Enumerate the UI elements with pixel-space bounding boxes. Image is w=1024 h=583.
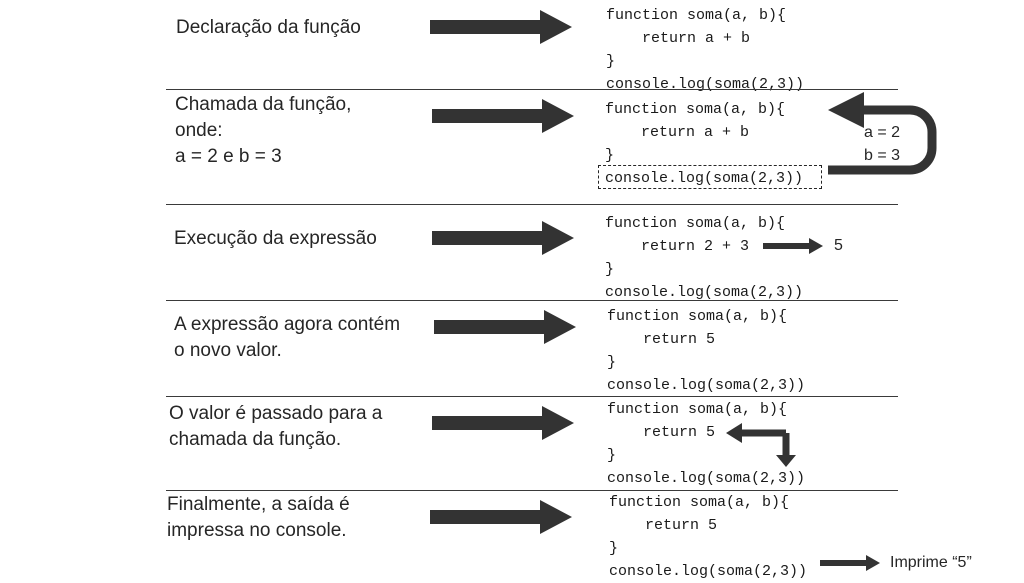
code-line: return a + b: [605, 124, 750, 141]
step-4-description: A expressão agora contém o novo valor.: [174, 314, 401, 361]
output-arrow-icon: [820, 555, 880, 571]
code-line: }: [607, 447, 617, 464]
result-arrow-icon: [763, 238, 823, 254]
step-3-description: Execução da expressão: [174, 228, 377, 249]
step-5-code: function soma(a, b){ return 5} console.lo…: [607, 398, 805, 490]
step-3-arrow-icon: [432, 221, 574, 255]
step-4-code: function soma(a, b){ return 5} console.lo…: [607, 305, 805, 397]
code-line: return 2 + 3: [605, 238, 750, 255]
code-line: return 5: [607, 331, 716, 348]
step-2-description: Chamada da função, onde: a = 2 e b = 3: [175, 94, 352, 167]
function-call-highlight: [598, 165, 822, 189]
code-line: function soma(a, b){: [607, 308, 788, 325]
console-output: Imprime “5”: [890, 554, 972, 571]
step-4-arrow-icon: [434, 310, 576, 344]
step-1-code: function soma(a, b){ return a + b} consol…: [606, 4, 804, 96]
code-line: function soma(a, b){: [607, 401, 788, 418]
step-2-code: function soma(a, b){ return a + b} consol…: [605, 98, 803, 190]
code-line: function soma(a, b){: [605, 215, 786, 232]
code-line: }: [606, 53, 616, 70]
code-line: function soma(a, b){: [605, 101, 786, 118]
step-5-arrow-icon: [432, 406, 574, 440]
code-line: return 5: [609, 517, 718, 534]
code-line: }: [609, 540, 619, 557]
step-3-code: function soma(a, b){ return 2 + 3} consol…: [605, 212, 803, 304]
code-line: }: [605, 147, 615, 164]
step-6-description: Finalmente, a saída é impressa no consol…: [167, 494, 350, 541]
code-line: console.log(soma(2,3)): [605, 284, 804, 301]
separator: [166, 89, 898, 90]
step-6-arrow-icon: [430, 500, 572, 534]
code-line: }: [605, 261, 615, 278]
separator: [166, 490, 898, 491]
code-line: function soma(a, b){: [606, 7, 787, 24]
code-line: console.log(soma(2,3)): [607, 470, 806, 487]
step-2-arrow-icon: [432, 99, 574, 133]
value-return-arrow-icon: [726, 423, 796, 467]
step-1-arrow-icon: [430, 10, 572, 44]
step-6-code: function soma(a, b){ return 5} console.lo…: [609, 491, 807, 583]
code-line: function soma(a, b){: [609, 494, 790, 511]
separator: [166, 204, 898, 205]
step-5-description: O valor é passado para a chamada da funç…: [169, 403, 383, 450]
separator: [166, 396, 898, 397]
code-line: console.log(soma(2,3)): [609, 563, 808, 580]
code-line: console.log(soma(2,3)): [606, 76, 805, 93]
code-line: return 5: [607, 424, 716, 441]
separator: [166, 300, 898, 301]
code-line: console.log(soma(2,3)): [605, 170, 804, 187]
code-line: return a + b: [606, 30, 751, 47]
expression-result: 5: [834, 237, 843, 254]
param-values-annotation: a = 2 b = 3: [864, 124, 901, 164]
code-line: }: [607, 354, 617, 371]
return-loop-arrow-icon: [828, 92, 937, 175]
code-line: console.log(soma(2,3)): [607, 377, 806, 394]
step-1-description: Declaração da função: [176, 17, 361, 38]
